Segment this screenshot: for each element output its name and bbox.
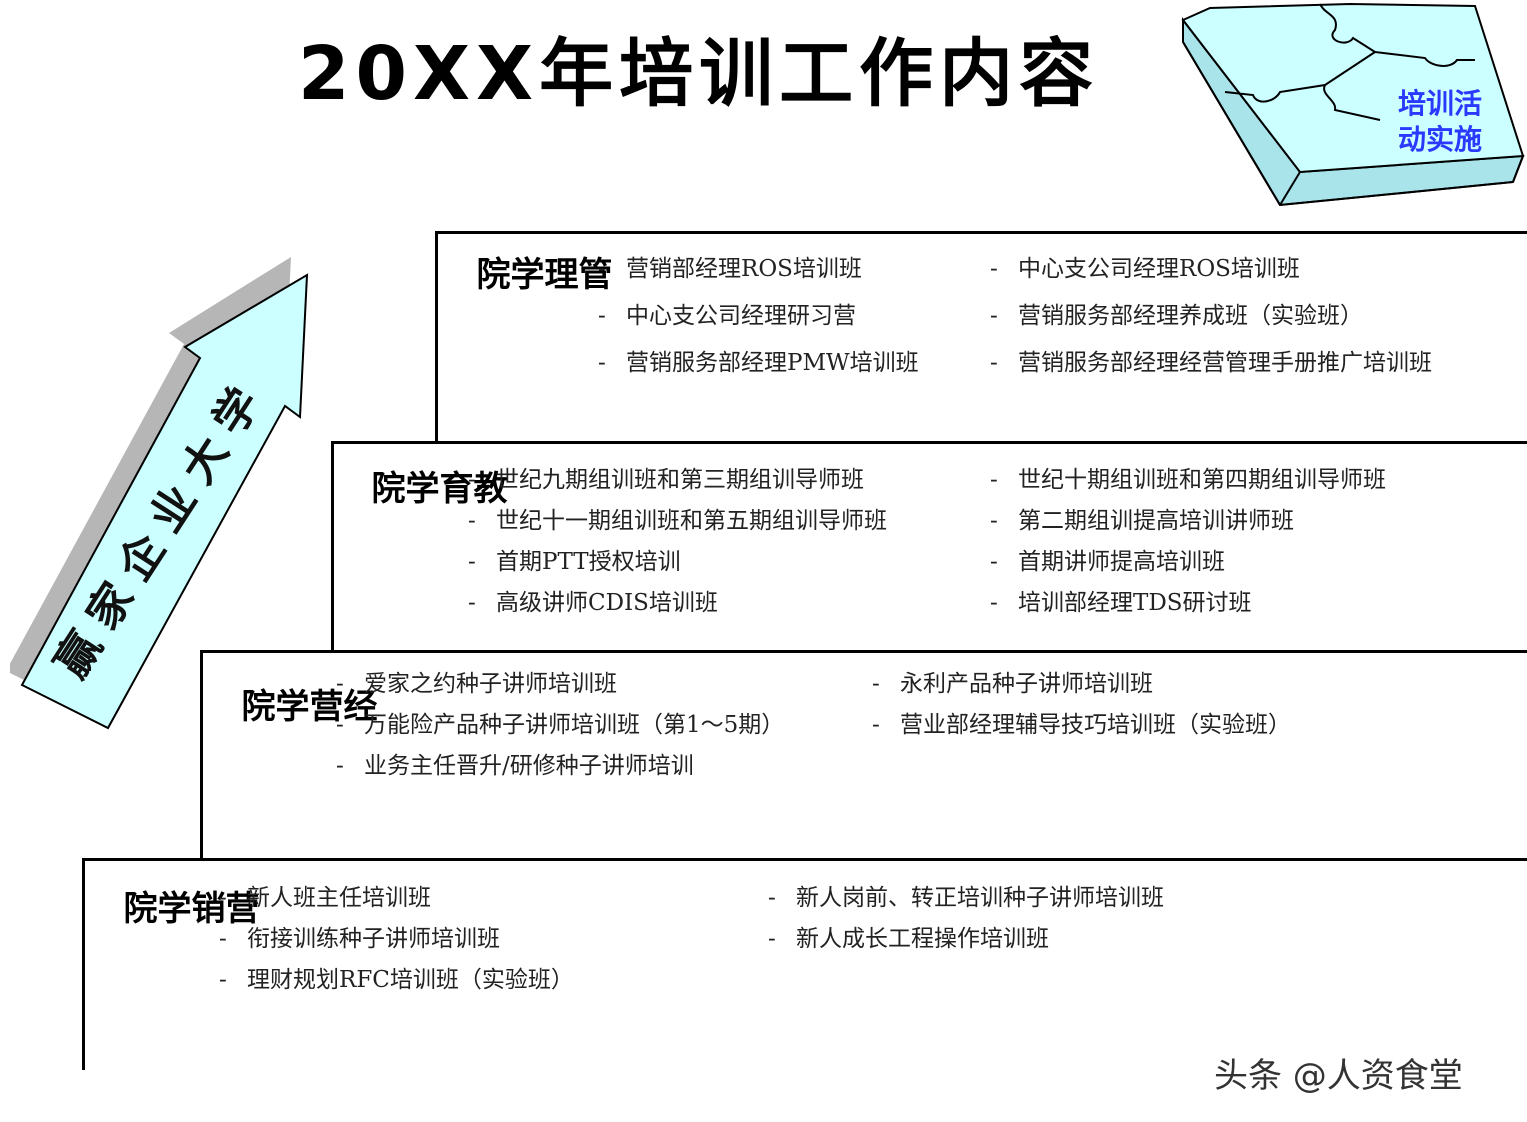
course-list-right: -新人岗前、转正培训种子讲师培训班 -新人成长工程操作培训班 <box>768 878 1164 960</box>
puzzle-icon <box>1181 2 1525 207</box>
list-item: -营销服务部经理经营管理手册推广培训班 <box>990 350 1432 376</box>
list-item: -第二期组训提高培训讲师班 <box>990 508 1294 534</box>
list-item: -世纪十期组训班和第四期组训导师班 <box>990 467 1386 493</box>
course-list-right: -中心支公司经理ROS培训班 -营销服务部经理养成班（实验班） -营销服务部经理… <box>990 246 1432 387</box>
course-label: 世纪十期组训班和第四期组训导师班 <box>1018 467 1386 493</box>
course-list-left: -爱家之约种子讲师培训班 -万能险产品种子讲师培训班（第1～5期） -业务主任晋… <box>336 664 784 787</box>
list-item: -永利产品种子讲师培训班 <box>872 671 1153 697</box>
course-label: 世纪十一期组训班和第五期组训导师班 <box>496 508 887 534</box>
watermark: 头条 @人资食堂 <box>1214 1056 1463 1096</box>
course-label: 营业部经理辅导技巧培训班（实验班） <box>900 712 1291 738</box>
list-item: -世纪十一期组训班和第五期组训导师班 <box>468 508 887 534</box>
course-label: 理财规划RFC培训班（实验班） <box>247 967 574 993</box>
course-list-left: -新人班主任培训班 -衔接训练种子讲师培训班 -理财规划RFC培训班（实验班） <box>219 878 574 1001</box>
list-item: -衔接训练种子讲师培训班 <box>219 926 500 952</box>
course-label: 业务主任晋升/研修种子讲师培训 <box>364 753 694 779</box>
course-label: 新人成长工程操作培训班 <box>796 926 1049 952</box>
list-item: -爱家之约种子讲师培训班 <box>336 671 617 697</box>
college-name: 经营学院 <box>235 688 377 728</box>
list-item: -高级讲师CDIS培训班 <box>468 590 718 616</box>
stair-top-horizontal-1 <box>437 231 1527 234</box>
list-item: -新人岗前、转正培训种子讲师培训班 <box>768 885 1164 911</box>
list-item: -首期PTT授权培训 <box>468 549 681 575</box>
list-item: -新人成长工程操作培训班 <box>768 926 1049 952</box>
course-label: 高级讲师CDIS培训班 <box>496 590 718 616</box>
course-list-left: -世纪九期组训班和第三期组训导师班 -世纪十一期组训班和第五期组训导师班 -首期… <box>468 460 887 624</box>
puzzle-graphic <box>1175 0 1527 215</box>
page-title: 20XX年培训工作内容 <box>298 31 1100 117</box>
course-label: 首期讲师提高培训班 <box>1018 549 1225 575</box>
stair-vertical-2 <box>331 441 334 653</box>
college-name: 教育学院 <box>365 470 507 510</box>
stair-vertical-4 <box>82 858 85 1070</box>
list-item: -万能险产品种子讲师培训班（第1～5期） <box>336 712 785 738</box>
course-label: 首期PTT授权培训 <box>496 549 681 575</box>
course-label: 万能险产品种子讲师培训班（第1～5期） <box>364 712 785 738</box>
list-item: -营销服务部经理PMW培训班 <box>598 350 919 376</box>
list-item: -业务主任晋升/研修种子讲师培训 <box>336 753 694 779</box>
course-label: 中心支公司经理ROS培训班 <box>1018 256 1300 282</box>
course-label: 中心支公司经理研习营 <box>626 303 856 329</box>
list-item: -世纪九期组训班和第三期组训导师班 <box>468 467 864 493</box>
stair-top-horizontal-3 <box>202 650 1527 653</box>
course-label: 爱家之约种子讲师培训班 <box>364 671 617 697</box>
list-item: -中心支公司经理研习营 <box>598 303 856 329</box>
course-list-right: -永利产品种子讲师培训班 -营业部经理辅导技巧培训班（实验班） <box>872 664 1291 746</box>
puzzle-label: 培训活 动实施 <box>1385 86 1495 158</box>
stair-vertical-3 <box>200 650 203 861</box>
list-item: -首期讲师提高培训班 <box>990 549 1225 575</box>
growth-arrow <box>6 255 320 735</box>
course-list-left: -营销部经理ROS培训班 -中心支公司经理研习营 -营销服务部经理PMW培训班 <box>598 246 919 387</box>
course-label: 营销服务部经理PMW培训班 <box>626 350 919 376</box>
course-label: 永利产品种子讲师培训班 <box>900 671 1153 697</box>
college-name: 营销学院 <box>117 890 259 930</box>
course-label: 营销服务部经理养成班（实验班） <box>1018 303 1363 329</box>
course-label: 世纪九期组训班和第三期组训导师班 <box>496 467 864 493</box>
stair-vertical-1 <box>435 231 438 443</box>
arrow-icon <box>6 257 309 730</box>
puzzle-label-line1: 培训活 <box>1397 87 1482 120</box>
list-item: -营销部经理ROS培训班 <box>598 256 862 282</box>
course-label: 第二期组训提高培训讲师班 <box>1018 508 1294 534</box>
course-list-right: -世纪十期组训班和第四期组训导师班 -第二期组训提高培训讲师班 -首期讲师提高培… <box>990 460 1386 624</box>
course-label: 新人岗前、转正培训种子讲师培训班 <box>796 885 1164 911</box>
college-name: 管理学院 <box>470 256 612 296</box>
list-item: -新人班主任培训班 <box>219 885 431 911</box>
course-label: 营销部经理ROS培训班 <box>626 256 862 282</box>
list-item: -理财规划RFC培训班（实验班） <box>219 967 574 993</box>
stair-top-horizontal-2 <box>333 441 1527 444</box>
stair-top-horizontal-4 <box>84 858 1527 861</box>
list-item: -中心支公司经理ROS培训班 <box>990 256 1300 282</box>
course-label: 衔接训练种子讲师培训班 <box>247 926 500 952</box>
puzzle-label-line2: 动实施 <box>1397 123 1482 156</box>
course-label: 新人班主任培训班 <box>247 885 431 911</box>
list-item: -营销服务部经理养成班（实验班） <box>990 303 1363 329</box>
course-label: 培训部经理TDS研讨班 <box>1018 590 1252 616</box>
list-item: -营业部经理辅导技巧培训班（实验班） <box>872 712 1291 738</box>
course-label: 营销服务部经理经营管理手册推广培训班 <box>1018 350 1432 376</box>
list-item: -培训部经理TDS研讨班 <box>990 590 1252 616</box>
